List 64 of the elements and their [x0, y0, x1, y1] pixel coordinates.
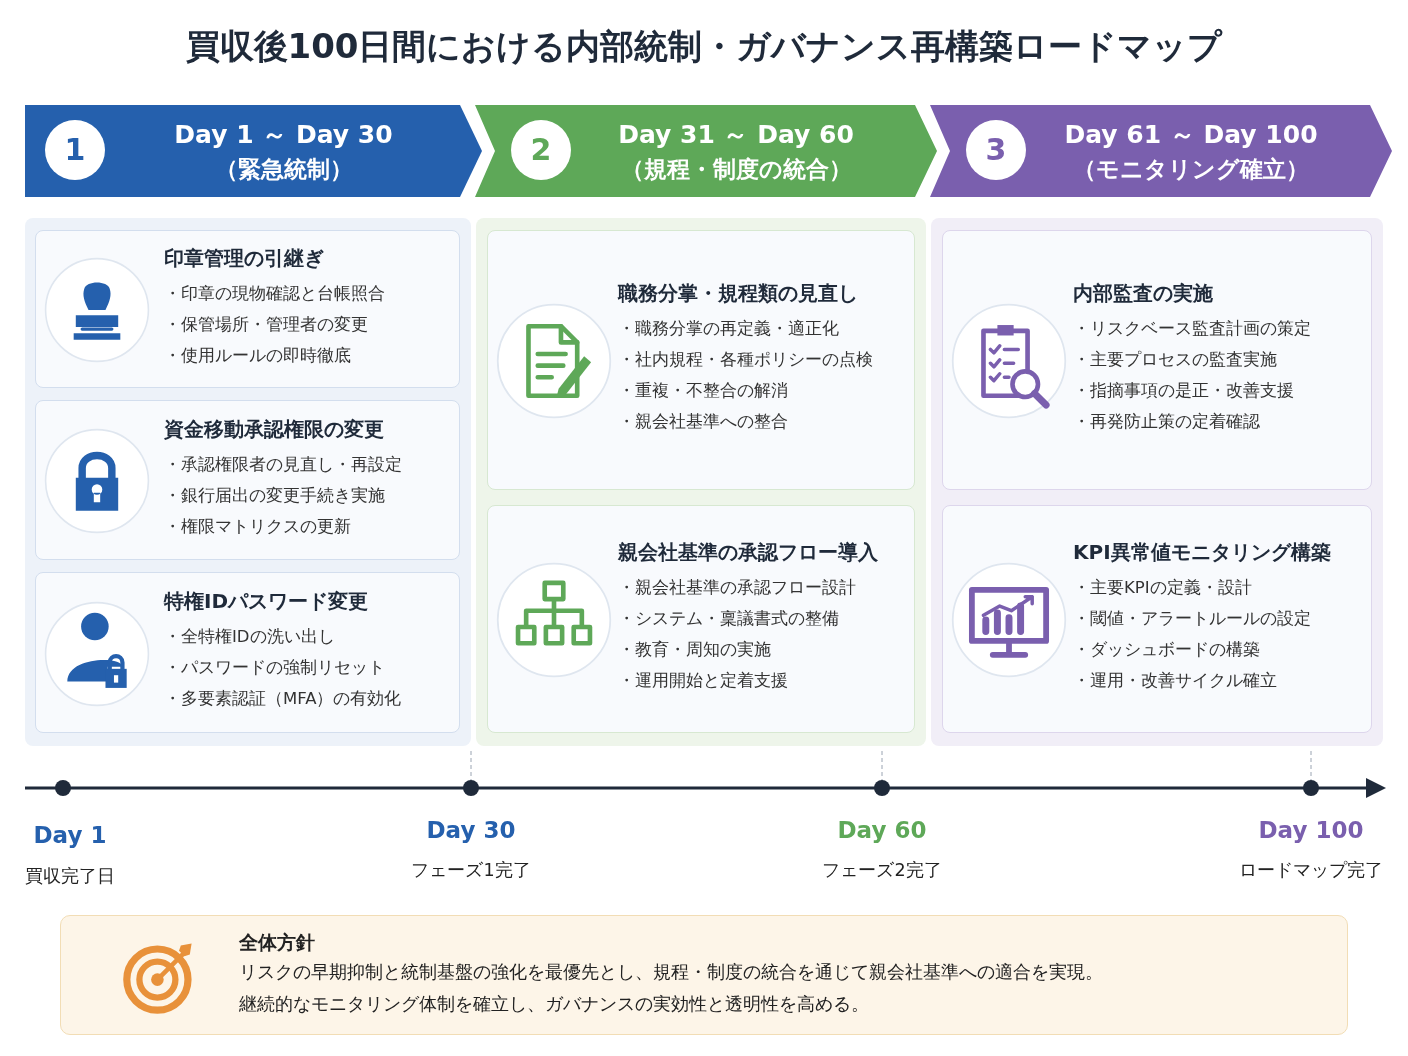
policy-box [60, 915, 1348, 1035]
bullet-item: ・使用ルールの即時徹底 [164, 344, 351, 367]
bullet-item: ・社内規程・各種ポリシーの点検 [618, 349, 873, 371]
card-title: 特権IDパスワード変更 [164, 588, 369, 615]
policy-text: 継続的なモニタリング体制を確立し、ガバナンスの実効性と透明性を高める。 [239, 993, 869, 1016]
title: 買収後100日間における内部統制・ガバナンス再構築ロードマップ [184, 25, 1224, 68]
phase-period: Day 31 ～ Day 60 [617, 119, 855, 151]
bullet-item: ・運用開始と定着支援 [618, 670, 788, 692]
milestone-note: フェーズ2完了 [821, 859, 943, 882]
bullet-item: ・主要プロセスの監査実施 [1073, 349, 1277, 371]
bullet-item: ・承認権限者の見直し・再設定 [164, 453, 402, 476]
card-title: 資金移動承認権限の変更 [164, 415, 384, 443]
bullet-item: ・閾値・アラートルールの設定 [1073, 608, 1311, 630]
task-card [942, 505, 1372, 733]
milestone-note: 買収完了日 [24, 865, 116, 888]
bullet-item: ・重複・不整合の解消 [618, 380, 788, 402]
bullet-item: ・保管場所・管理者の変更 [164, 313, 368, 336]
milestone-note: フェーズ1完了 [410, 859, 532, 882]
card-title: 印章管理の引継ぎ [164, 244, 324, 272]
policy-text: リスクの早期抑制と統制基盤の強化を最優先とし、規程・制度の統合を通じて親会社基準への適合を実現。 [239, 961, 1103, 984]
bullet-item: ・印章の現物確認と台帳照合 [164, 282, 385, 305]
bullet-item: ・銀行届出の変更手続き実施 [164, 484, 385, 507]
phase-period: Day 61 ～ Day 100 [1063, 119, 1319, 151]
task-card [35, 400, 460, 560]
bullet-item: ・教育・周知の実施 [618, 639, 771, 661]
phase-name: （モニタリング確立） [1072, 155, 1310, 184]
task-card [942, 230, 1372, 490]
milestone-day: Day 30 [361, 817, 581, 843]
bullet-item: ・指摘事項の是正・改善支援 [1073, 380, 1294, 402]
card-title: KPI異常値モニタリング構築 [1073, 539, 1331, 566]
bullet-item: ・再発防止策の定着確認 [1073, 411, 1260, 433]
phase-banner [475, 105, 937, 197]
bullet-item: ・親会社基準への整合 [618, 411, 788, 433]
bullet-item: ・リスクベース監査計画の策定 [1073, 318, 1311, 340]
bullet-item: ・運用・改善サイクル確立 [1073, 670, 1277, 692]
bullet-item: ・多要素認証（MFA）の有効化 [164, 688, 402, 710]
card-title: 親会社基準の承認フロー導入 [618, 539, 878, 566]
phase-banner [930, 105, 1392, 197]
bullet-item: ・ダッシュボードの構築 [1073, 639, 1260, 661]
task-card [35, 572, 460, 733]
bullet-item: ・権限マトリクスの更新 [164, 515, 351, 538]
phase-panel [25, 218, 471, 746]
card-title: 職務分掌・規程類の見直し [618, 280, 858, 307]
bullet-item: ・職務分掌の再定義・適正化 [618, 318, 839, 340]
milestone-note: ロードマップ完了 [1238, 859, 1384, 882]
milestone-day: Day 100 [1201, 817, 1408, 843]
bullet-item: ・全特権IDの洗い出し [164, 626, 335, 648]
milestone-day: Day 60 [772, 817, 992, 843]
task-card [35, 230, 460, 388]
milestone-day: Day 1 [0, 822, 180, 848]
phase-name: （緊急統制） [213, 155, 354, 184]
bullet-item: ・親会社基準の承認フロー設計 [618, 577, 856, 599]
phase-banner [25, 105, 482, 197]
phase-panel [476, 218, 926, 746]
bullet-item: ・パスワードの強制リセット [164, 657, 385, 679]
phase-period: Day 1 ～ Day 30 [173, 119, 394, 151]
bullet-item: ・主要KPIの定義・設計 [1073, 577, 1252, 599]
task-card [487, 505, 915, 733]
phase-name: （規程・制度の統合） [619, 155, 853, 184]
card-title: 内部監査の実施 [1073, 280, 1213, 307]
phase-panel [931, 218, 1383, 746]
policy-heading: 全体方針 [239, 930, 315, 955]
bullet-item: ・システム・稟議書式の整備 [618, 608, 839, 630]
task-card [487, 230, 915, 490]
